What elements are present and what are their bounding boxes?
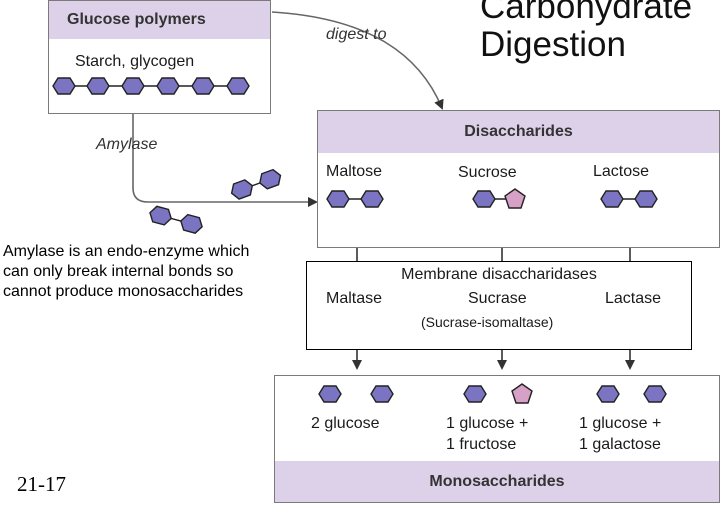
amylase-note: Amylase is an endo-enzyme which can only… [3,243,250,300]
glucose-polymers-heading: Glucose polymers [49,1,270,39]
disaccharides-box: Disaccharides Maltose Sucrose Lactose [317,110,720,248]
sucrase-label: Sucrase [468,290,527,307]
digest-to-label: digest to [326,26,387,43]
starch-glycogen-label: Starch, glycogen [75,53,195,70]
maltose-icon [326,190,384,208]
monosaccharides-heading: Monosaccharides [275,461,719,502]
page-title: Carbohydrate Digestion [480,0,693,64]
amylase-label: Amylase [96,136,158,153]
maltose-fragment-icon [230,168,282,200]
glucose-icon [318,385,342,403]
product-lactose: 1 glucose + 1 galactose [579,415,662,453]
lactase-label: Lactase [605,290,662,307]
membrane-disaccharidases-box: Membrane disaccharidases Maltase Sucrase… [306,261,692,350]
glucose-icon [463,385,487,403]
product-maltose: 2 glucose [311,415,380,432]
figure-number: 21-17 [17,472,66,496]
glucose-icon [596,385,620,403]
sucrose-icon [472,188,526,209]
glucose-polymers-box: Glucose polymers Starch, glycogen [48,0,271,114]
membrane-title: Membrane disaccharidases [401,266,597,283]
fructose-icon [511,383,533,404]
glucose-icon [370,385,394,403]
lactose-icon [600,190,658,208]
sucrase-isomaltase-note: (Sucrase-isomaltase) [421,314,554,330]
disaccharides-heading: Disaccharides [318,111,719,153]
maltose-fragment-icon [149,205,203,234]
polymer-chain-icon [52,77,250,95]
product-sucrose: 1 glucose + 1 fructose [446,415,529,453]
galactose-icon [643,385,667,403]
monosaccharides-box: 2 glucose 1 glucose + 1 fructose 1 gluco… [274,375,720,503]
sucrose-label: Sucrose [458,164,517,181]
lactose-label: Lactose [593,163,650,180]
maltose-label: Maltose [326,163,383,180]
maltase-label: Maltase [326,290,383,307]
